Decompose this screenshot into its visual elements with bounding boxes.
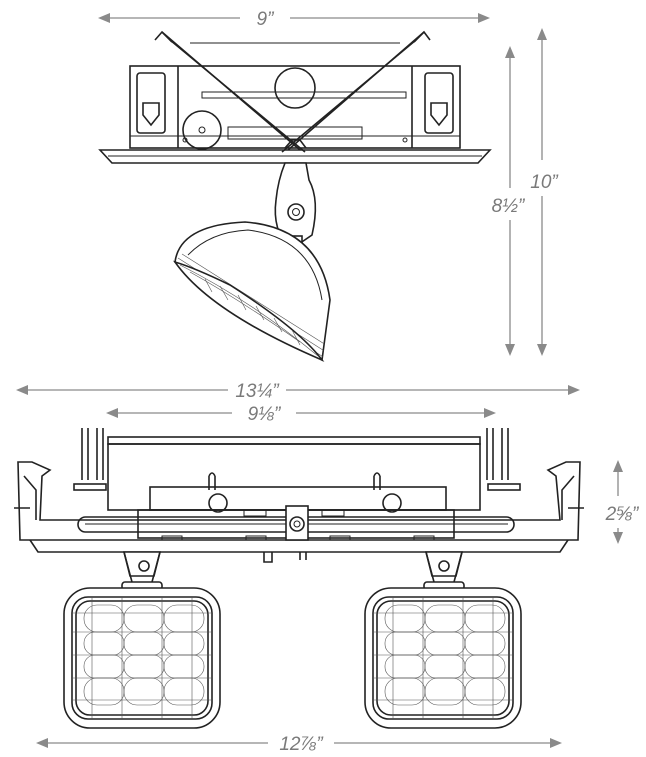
dimension-bottom-inner-width-label: 9⅛” <box>248 404 282 425</box>
dimension-bottom-depth-label: 2⅝” <box>605 504 640 525</box>
dimension-top-width: 9” <box>98 9 490 30</box>
dimension-top-height-total: 10” <box>530 28 559 356</box>
top-lamp-dome <box>173 221 331 362</box>
bottom-main-tray <box>14 461 584 563</box>
bottom-top-box <box>107 436 481 513</box>
dimension-top-height-partial-label: 8½” <box>492 196 526 217</box>
dimension-top-height-partial: 8½” <box>492 46 526 356</box>
dimension-top-width-label: 9” <box>257 9 276 30</box>
dimension-top-height-total-label: 10” <box>530 172 559 193</box>
dimension-bottom-overall-width-label: 13¼” <box>235 381 280 402</box>
bottom-left-head <box>63 551 221 729</box>
dimension-bottom-overall-width: 13¼” <box>16 381 580 402</box>
dimension-bottom-inner-width: 9⅛” <box>106 404 496 425</box>
top-mounting-wires <box>154 30 431 153</box>
dimension-bottom-heads-width: 12⅞” <box>36 734 562 755</box>
dimension-bottom-depth: 2⅝” <box>605 460 640 544</box>
bottom-fixture-view <box>14 428 584 729</box>
bottom-rods <box>73 428 521 491</box>
top-housing <box>98 65 492 164</box>
top-side-clips <box>136 72 454 134</box>
bottom-right-head <box>364 551 522 729</box>
dimension-bottom-heads-width-label: 12⅞” <box>279 734 324 755</box>
top-fixture-view <box>98 30 492 362</box>
